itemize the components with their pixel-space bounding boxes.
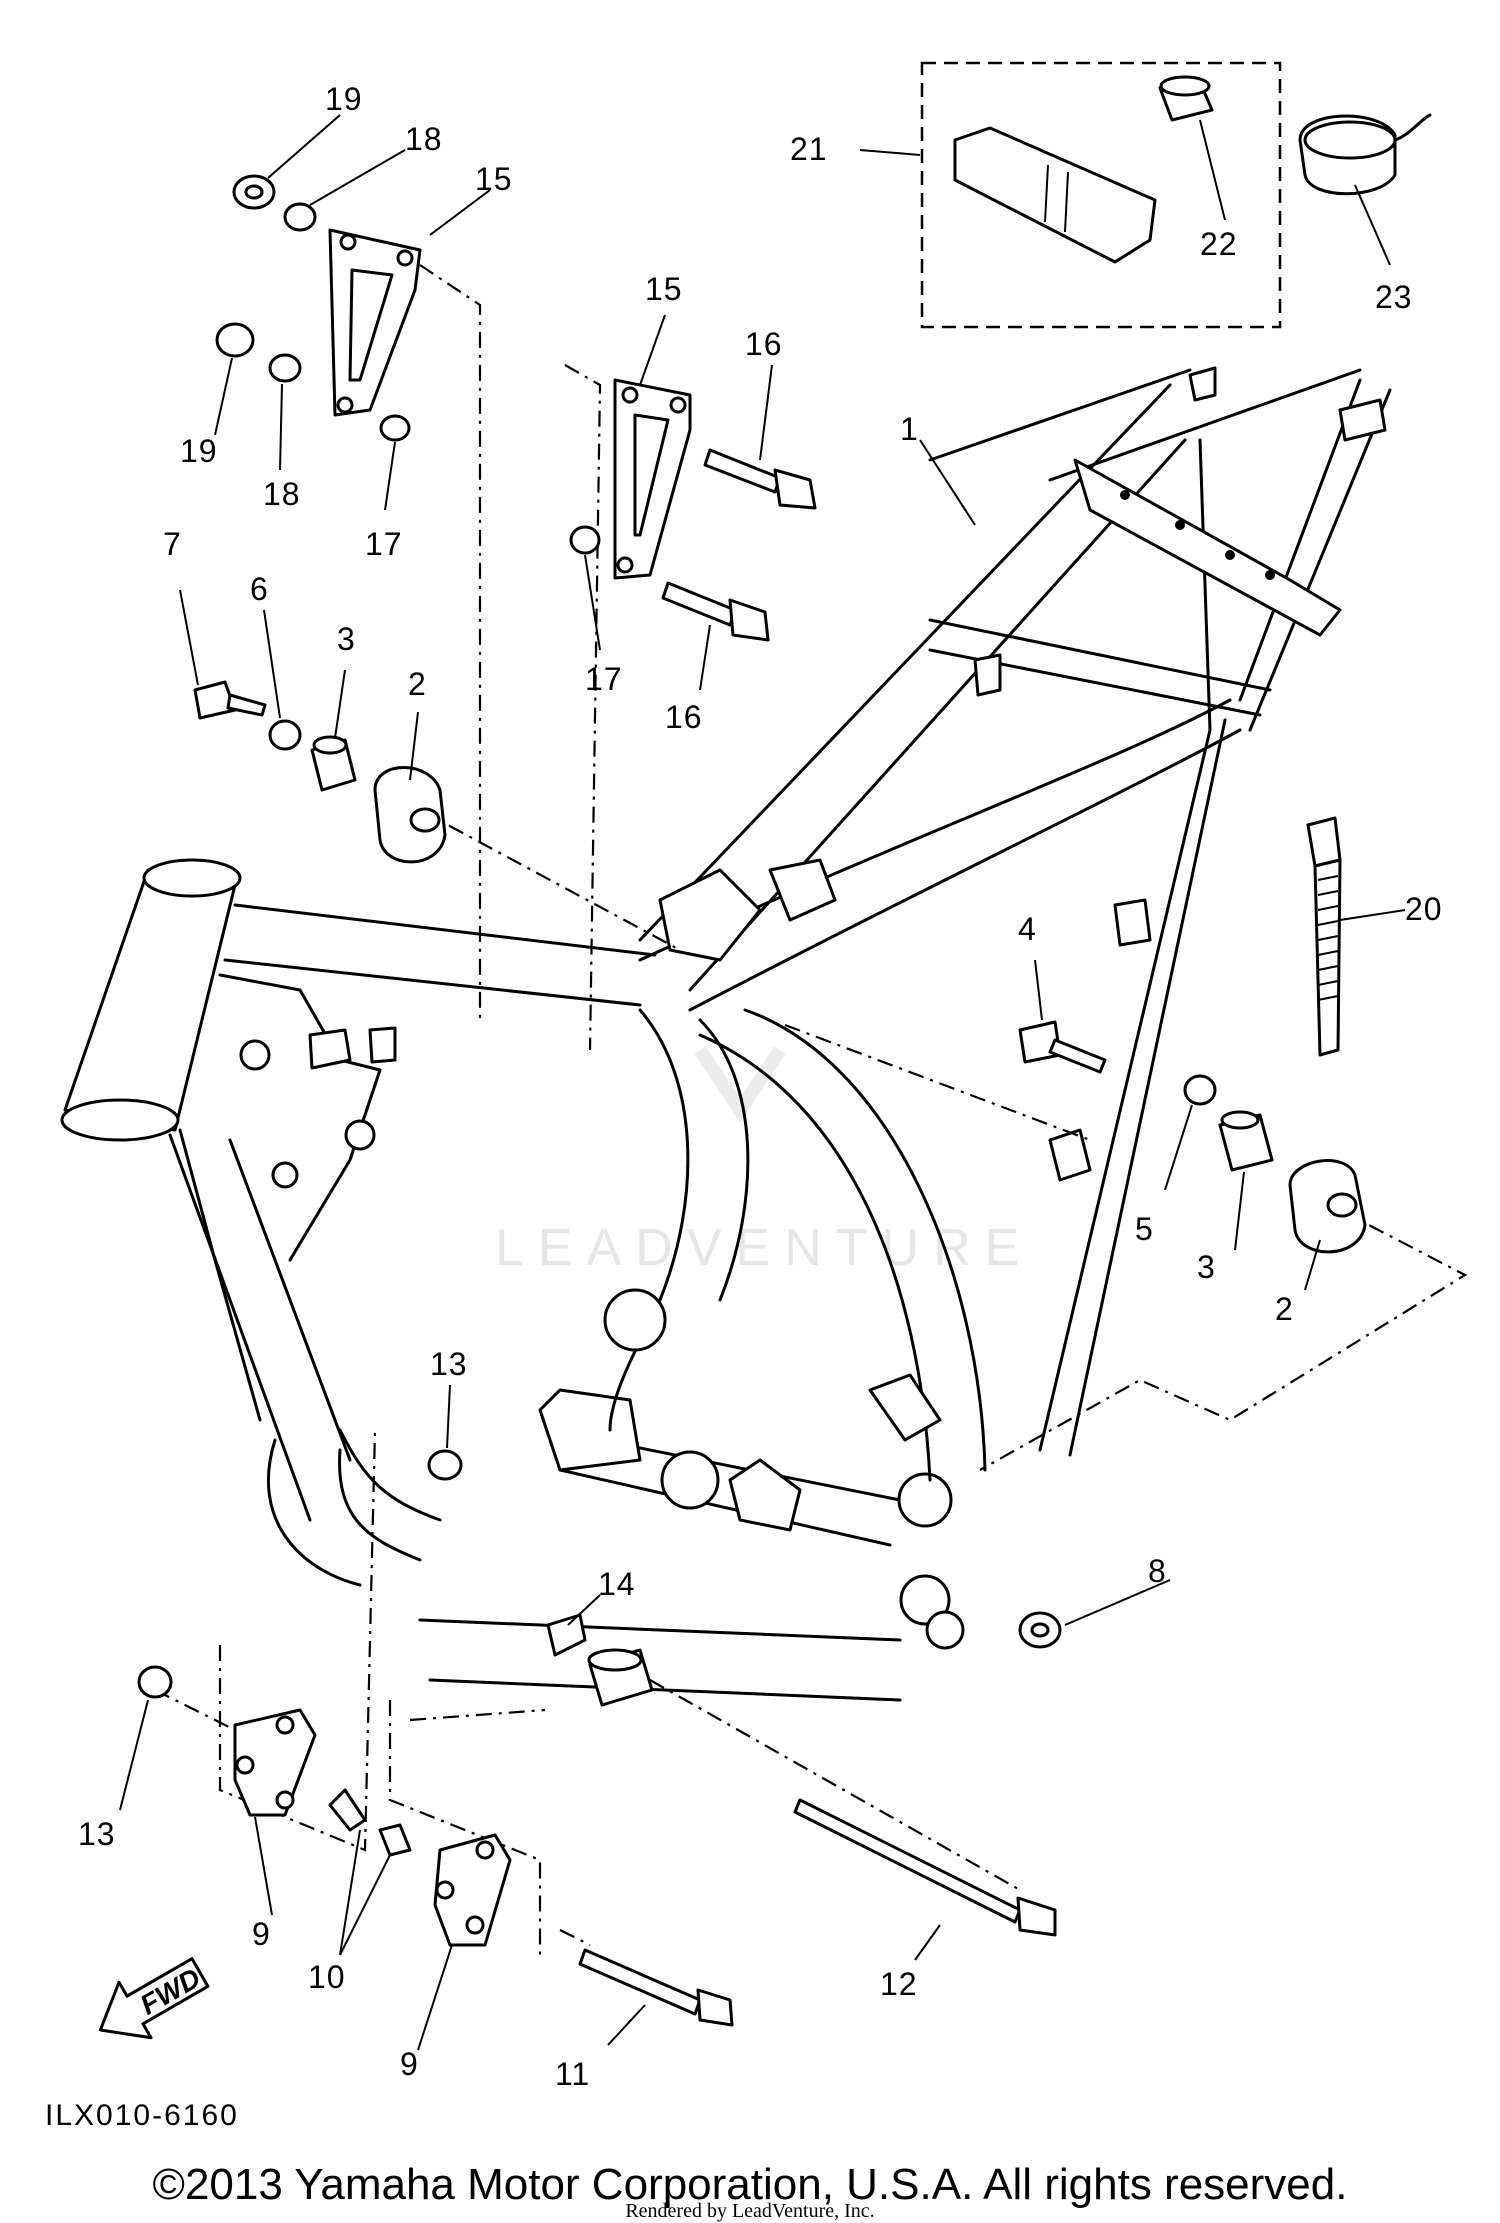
callout-label: 4 [1018, 911, 1037, 947]
watermark-text: LEADVENTURE [495, 1219, 1033, 1277]
callout-label: 6 [250, 571, 269, 607]
callout-label: 12 [880, 1966, 918, 2002]
callout-label: 3 [337, 621, 356, 657]
leader-lines [119, 114, 1406, 2051]
callouts: 1 2 2 3 3 4 5 6 7 8 9 9 10 11 12 13 13 1… [78, 81, 1443, 2092]
callout-label: 1 [900, 411, 919, 447]
main-frame [60, 366, 1392, 1702]
callout-label: 13 [78, 1816, 116, 1852]
callout-label: 15 [645, 271, 683, 307]
part-23-clamp [1298, 113, 1432, 196]
callout-label: 7 [163, 526, 182, 562]
callout-label: 3 [1197, 1249, 1216, 1285]
callout-label: 2 [1275, 1291, 1294, 1327]
callout-label: 23 [1375, 279, 1413, 315]
hardware-parts [137, 174, 1367, 2027]
callout-label: 18 [263, 476, 301, 512]
callout-label: 10 [308, 1959, 346, 1995]
callout-label: 22 [1200, 226, 1238, 262]
callout-label: 8 [1148, 1553, 1167, 1589]
callout-label: 14 [598, 1566, 636, 1602]
callout-label: 17 [365, 526, 403, 562]
callout-label: 19 [180, 433, 218, 469]
callout-label: 11 [555, 2056, 590, 2092]
callout-label: 13 [430, 1346, 468, 1382]
callout-label: 5 [1135, 1211, 1154, 1247]
assembly-lines [154, 264, 1468, 1960]
callout-label: 20 [1405, 891, 1443, 927]
callout-label: 19 [325, 81, 363, 117]
callout-label: 9 [252, 1916, 271, 1952]
kit-21-box [920, 61, 1282, 329]
callout-label: 15 [475, 161, 513, 197]
copyright-notice: ©2013 Yamaha Motor Corporation, U.S.A. A… [152, 2160, 1348, 2209]
callout-label: 16 [745, 326, 783, 362]
watermark: LEADVENTURE [495, 1046, 1033, 1277]
callout-label: 16 [665, 699, 703, 735]
callout-label: 2 [408, 666, 427, 702]
callout-label: 18 [405, 121, 443, 157]
diagram-code: ILX010-6160 [45, 2099, 239, 2132]
callout-label: 9 [400, 2046, 419, 2082]
callout-label: 17 [585, 661, 623, 697]
rendered-by-notice: Rendered by LeadVenture, Inc. [625, 2200, 875, 2222]
callout-label: 21 [790, 131, 828, 167]
fwd-arrow: FWD [98, 1957, 210, 2040]
